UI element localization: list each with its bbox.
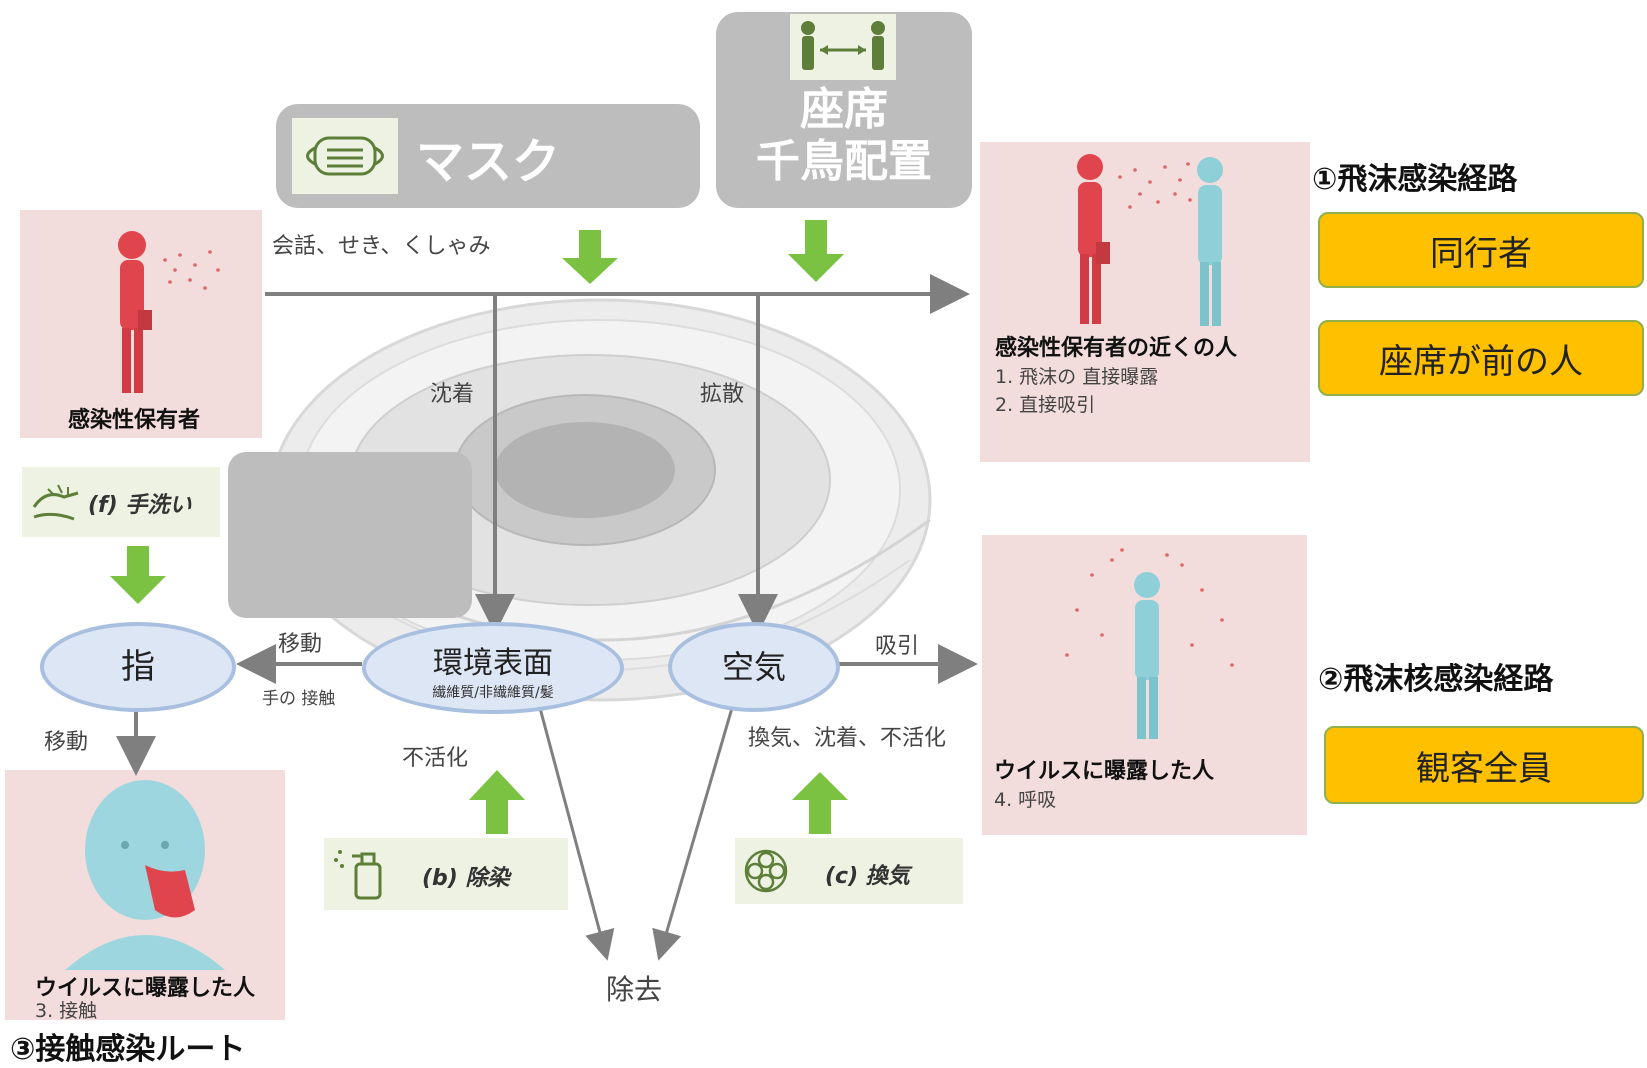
seating-control: 座席 千鳥配置: [716, 12, 972, 208]
face-touch-figure-icon: [65, 780, 225, 970]
removal-label: 除去: [606, 973, 663, 1006]
move-top-label: 移動: [278, 632, 323, 657]
target-companion: 同行者: [1318, 212, 1644, 288]
near-person-title: 感染性保有者の近くの人: [995, 336, 1238, 361]
near-person-item-2: 2. 直接吸引: [995, 394, 1096, 416]
target-companion-label: 同行者: [1430, 233, 1532, 274]
contact-exposed-panel: ウイルスに曝露した人 3. 接触: [5, 770, 285, 1022]
surface-node: 環境表面 繊維質/非繊維質/髪: [362, 622, 624, 714]
finger-node: 指: [40, 622, 236, 712]
contact-exposed-title: ウイルスに曝露した人: [35, 976, 256, 1001]
mask-icon: [292, 118, 398, 194]
handwash-label: (f) 手洗い: [88, 493, 192, 518]
carrier-panel: 感染性保有者: [20, 210, 262, 438]
handwash-icon: [32, 484, 79, 521]
disinfect-label: (b) 除染: [422, 866, 510, 891]
seating-label-line-1: 座席: [800, 84, 888, 135]
contact-route-title: ③接触感染ルート: [10, 1032, 246, 1067]
target-front-seat-label: 座席が前の人: [1379, 341, 1583, 382]
diffuse-label: 拡散: [700, 382, 745, 407]
surface-sub-label: 繊維質/非繊維質/髪: [432, 685, 554, 701]
inhale-label: 吸引: [875, 634, 920, 659]
move-left-label: 移動: [44, 730, 89, 755]
ventilation-control: (c) 換気: [735, 838, 963, 904]
airborne-exposed-panel: ウイルスに曝露した人 4. 呼吸: [982, 535, 1307, 835]
red-carrier-figure-icon: [118, 231, 220, 393]
hand-contact-label: 手の 接触: [262, 689, 336, 709]
disinfect-control: (b) 除染: [324, 838, 568, 910]
near-person-panel: 感染性保有者の近くの人 1. 飛沫の 直接曝露 2. 直接吸引: [980, 142, 1310, 462]
mask-control: マスク: [276, 104, 700, 208]
droplet-route-title: ①飛沫感染経路: [1312, 162, 1518, 197]
contact-exposed-item: 3. 接触: [35, 1000, 98, 1022]
seating-label-line-2: 千鳥配置: [756, 136, 932, 187]
airborne-exposed-item: 4. 呼吸: [994, 789, 1057, 811]
droplet-nuclei-route-title: ②飛沫核感染経路: [1318, 662, 1554, 697]
finger-label: 指: [121, 647, 155, 687]
handwash-control: (f) 手洗い: [22, 467, 220, 537]
airborne-exposed-title: ウイルスに曝露した人: [994, 759, 1215, 784]
droplet-sources-label: 会話、せき、くしゃみ: [272, 234, 491, 259]
inactivate-label: 不活化: [402, 746, 469, 771]
ventilation-label: (c) 換気: [825, 864, 910, 889]
air-removal-label: 換気、沈着、不活化: [748, 726, 947, 751]
target-all-spectators: 観客全員: [1324, 726, 1644, 804]
spray-bottle-icon: [334, 850, 382, 900]
mask-label: マスク: [416, 134, 561, 190]
carrier-label: 感染性保有者: [68, 408, 201, 433]
exposed-person-figure-icon: [1065, 548, 1234, 739]
droplet-transmission-figures-icon: [1077, 154, 1223, 326]
target-front-seat: 座席が前の人: [1318, 320, 1644, 396]
air-node: 空気: [668, 622, 840, 712]
near-person-item-1: 1. 飛沫の 直接曝露: [995, 366, 1159, 388]
air-label: 空気: [721, 648, 786, 686]
blank-overlay-box: [228, 452, 472, 618]
settle-label: 沈着: [430, 382, 475, 407]
target-all-spectators-label: 観客全員: [1416, 748, 1552, 789]
fan-icon: [744, 849, 788, 893]
surface-label: 環境表面: [433, 646, 553, 681]
distance-icon: [790, 14, 896, 80]
